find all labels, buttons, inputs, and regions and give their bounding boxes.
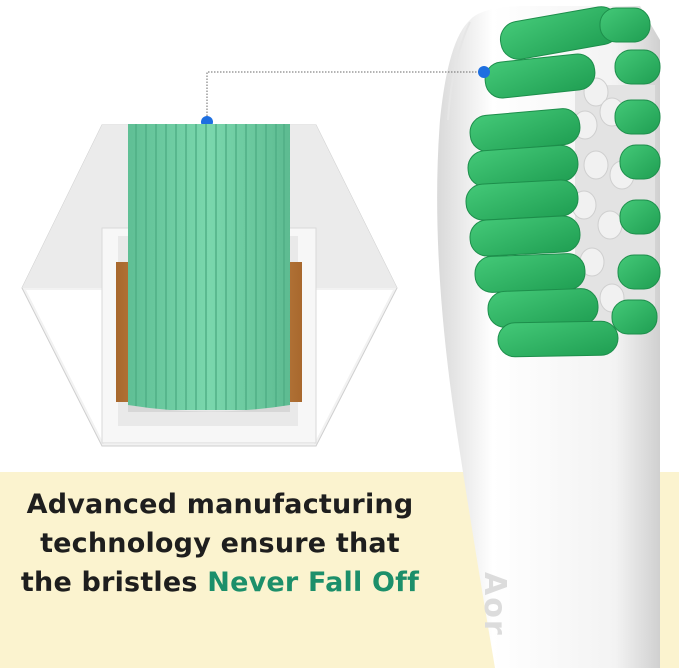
caption-highlight: Never Fall Off [207,567,420,598]
caption-line-3: the bristles Never Fall Off [0,563,440,602]
caption-line-1: Advanced manufacturing [26,489,414,520]
brand-logo: Aor [477,572,512,637]
caption-line-3-prefix: the bristles [20,567,208,598]
callout-pointer [201,66,490,128]
hexagon-closeup [21,124,398,447]
brush-bristles [465,6,661,358]
caption-line-2: technology ensure that [40,528,400,559]
caption-text: Advanced manufacturing technology ensure… [0,485,440,602]
